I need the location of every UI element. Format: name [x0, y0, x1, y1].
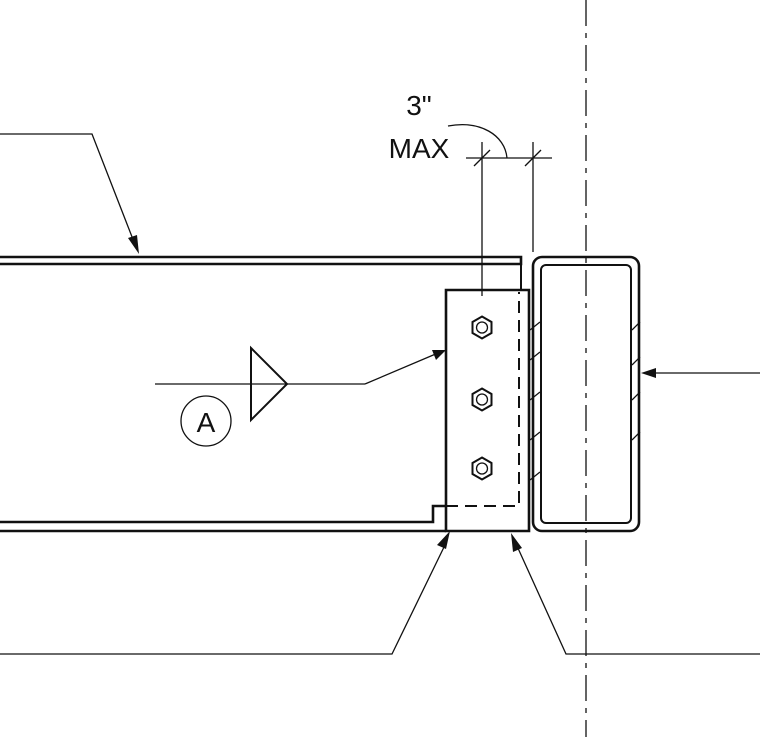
- weld-tail-reference: A: [197, 407, 216, 438]
- beam-top-flange: [0, 255, 523, 266]
- weld-arrow-leader: [364, 352, 439, 385]
- dimension-value: 3": [406, 90, 432, 121]
- leader-hidden-leg: [511, 533, 760, 655]
- weld-tail-reference-bubble: [180, 395, 232, 447]
- hss-column: [529, 255, 641, 533]
- weld-symbol: A: [155, 345, 446, 447]
- hss-column-inner-wall: [540, 264, 632, 524]
- fillet-weld-symbol: [250, 345, 289, 423]
- dimension-leader-arc: [447, 124, 508, 159]
- clip-angle-hidden-leg: [446, 292, 520, 507]
- bolt: [471, 387, 493, 412]
- bolt: [471, 456, 493, 481]
- leader-column-arrowhead: [641, 368, 656, 378]
- beam: [0, 255, 523, 533]
- bolt: [471, 315, 493, 340]
- dimension-tick-left: [473, 149, 491, 167]
- beam-bottom-flange: [0, 504, 446, 524]
- leader-column: [641, 368, 760, 378]
- leader-beam: [0, 133, 139, 254]
- weld-hatch: [529, 321, 641, 481]
- clip-angle: [444, 288, 531, 533]
- leader-hidden-leg-arrowhead: [511, 533, 522, 552]
- leader-clip-angle-arrowhead: [437, 531, 450, 549]
- leader-beam-line: [0, 133, 135, 243]
- hss-column-outer-wall: [531, 255, 641, 533]
- dimension-qualifier: MAX: [389, 133, 450, 164]
- dimension-tick-right: [524, 149, 542, 167]
- weld-arrowhead: [432, 350, 446, 360]
- leader-beam-arrowhead: [128, 235, 139, 254]
- bolt-group: [471, 315, 493, 481]
- clip-angle-outline: [444, 288, 531, 533]
- dimension-3in-max: 3" MAX: [389, 90, 552, 296]
- leader-clip-angle-line: [0, 544, 446, 655]
- leader-clip-angle: [0, 531, 450, 655]
- leader-hidden-leg-line: [516, 545, 760, 655]
